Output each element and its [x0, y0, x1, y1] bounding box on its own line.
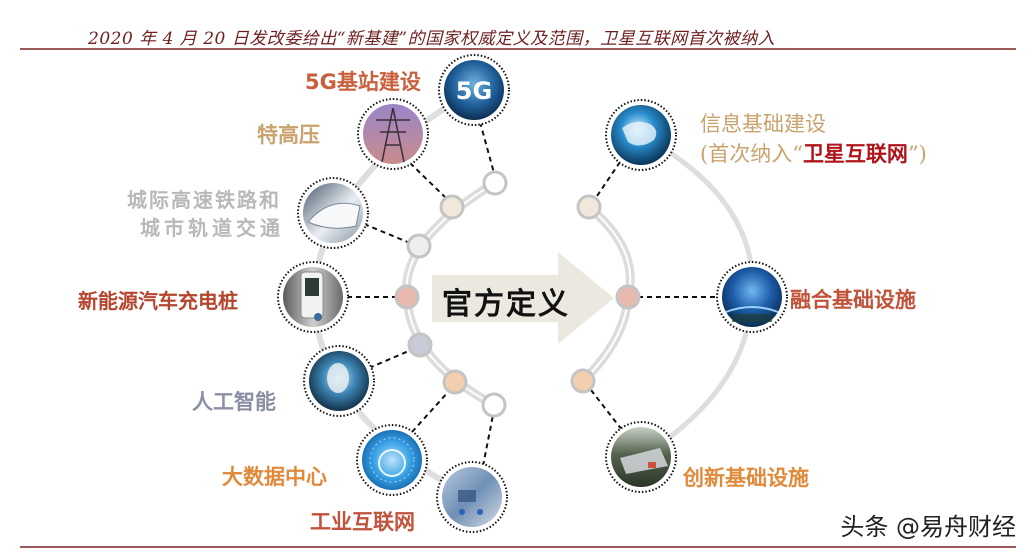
left-nodes: [394, 170, 508, 418]
label-innovation-infrastructure: 创新基础设施: [683, 465, 809, 490]
label-ev-charger: 新能源汽车充电桩: [78, 289, 238, 313]
right-nodes: [570, 194, 641, 394]
svg-text:5G: 5G: [456, 77, 492, 105]
watermark: 头条 @易舟财经: [840, 513, 1016, 541]
smart-city-icon: [716, 261, 788, 333]
label-railway-line1: 城际高速铁路和: [127, 188, 281, 212]
data-globe-icon: [356, 424, 428, 496]
page-title: 2020 年 4 月 20 日发改委给出“新基建”的国家权威定义及范围，卫星互联…: [88, 29, 776, 49]
label-industrial-internet: 工业互联网: [310, 509, 415, 534]
official-definition-arrow: [432, 252, 614, 344]
ev-charger-icon: [277, 261, 349, 333]
label-railway-line2: 城市轨道交通: [140, 216, 284, 240]
campus-building-icon: [605, 421, 677, 493]
left-connectors: [347, 121, 495, 467]
high-speed-train-icon: [297, 177, 369, 249]
arrow-label: 官方定义: [442, 287, 570, 322]
label-converged-infrastructure: 融合基础设施: [790, 287, 916, 312]
footer-divider: [20, 546, 1016, 548]
earth-globe-icon: [605, 99, 677, 171]
label-info-infrastructure: 信息基础建设: [700, 112, 826, 136]
note-prefix: (首次纳入“: [700, 142, 803, 166]
label-info-infrastructure-note: (首次纳入“卫星互联网”): [700, 138, 927, 168]
industrial-internet-icon: [436, 461, 508, 533]
ai-face-icon: [303, 345, 375, 417]
label-ai: 人工智能: [192, 389, 276, 414]
note-suffix: ”): [907, 142, 927, 166]
label-5g-base-station: 5G基站建设: [305, 70, 421, 94]
label-uhv: 特高压: [257, 122, 320, 147]
satellite-internet-highlight: 卫星互联网: [802, 141, 908, 166]
5g-icon: 5G: [438, 54, 510, 126]
header-divider: [20, 48, 1016, 50]
power-pylon-icon: [357, 98, 429, 170]
label-big-data-center: 大数据中心: [222, 464, 327, 489]
right-connectors: [590, 161, 718, 431]
